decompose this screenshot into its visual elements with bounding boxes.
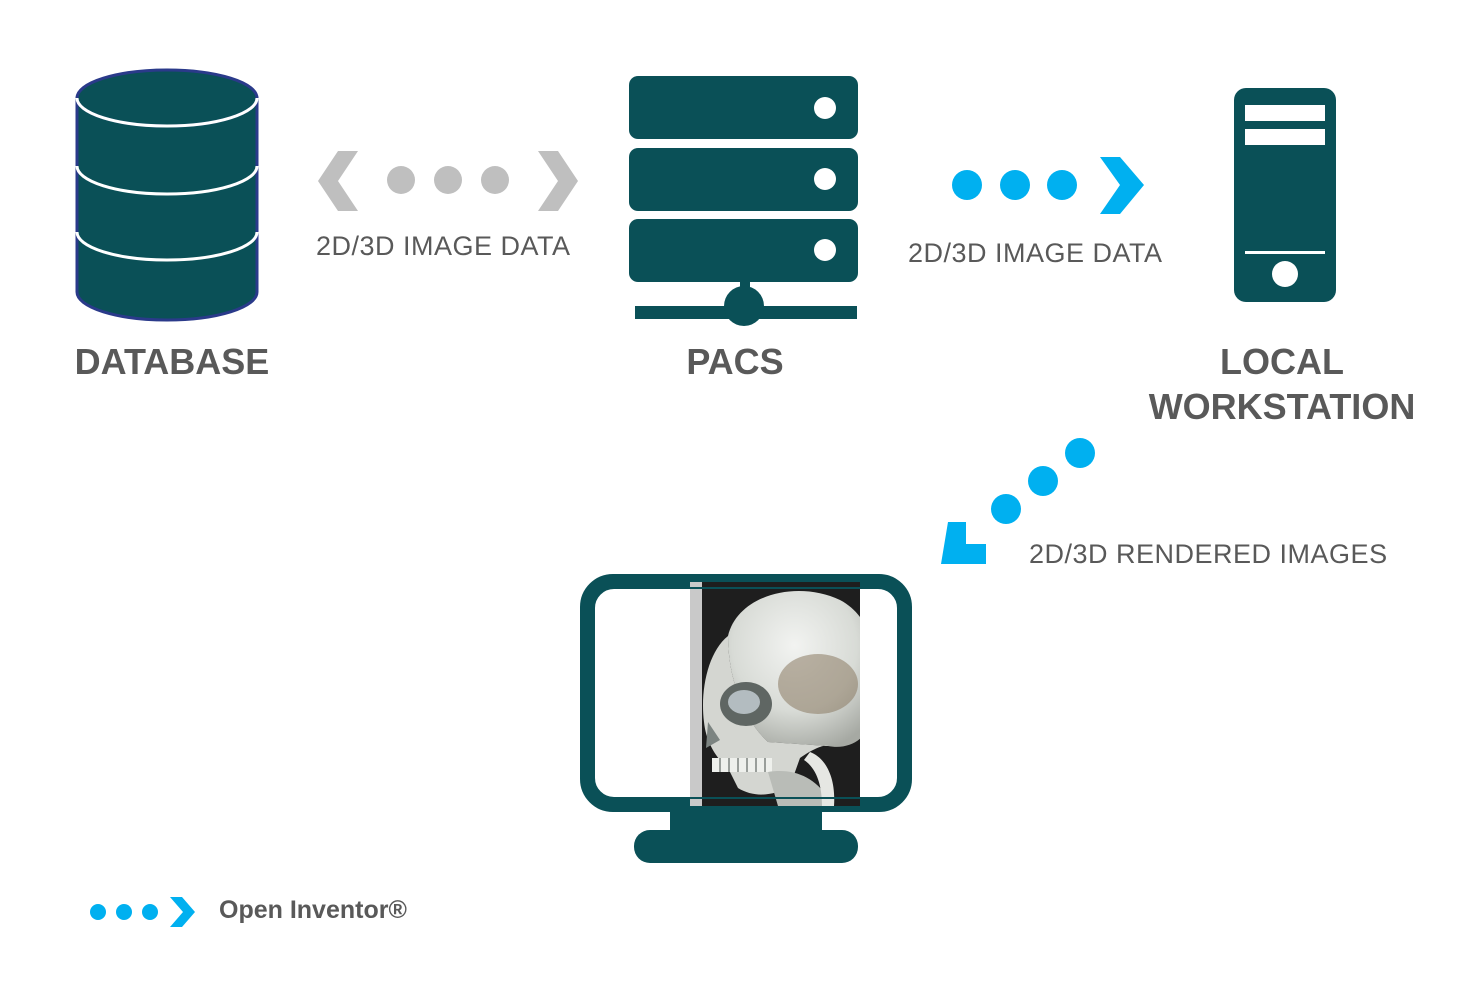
bidirectional-arrow-icon [318, 151, 578, 211]
open-inventor-arrow-icon [952, 157, 1144, 214]
tower-pc-icon [1234, 88, 1336, 302]
database-label: DATABASE [74, 341, 270, 382]
server-rack-icon [629, 76, 858, 326]
legend-arrow-icon [90, 897, 195, 927]
database-cylinder-icon [75, 68, 259, 322]
legend-label: Open Inventor® [219, 896, 407, 924]
pacs-workstation-label: 2D/3D IMAGE DATA [908, 238, 1163, 268]
workstation-label-line2: WORKSTATION [1148, 386, 1416, 427]
skull-render-image [690, 582, 860, 806]
monitor-icon [580, 574, 912, 863]
rendered-images-arrow-icon [941, 438, 1095, 564]
database-pacs-label: 2D/3D IMAGE DATA [316, 231, 571, 261]
workstation-label-line1: LOCAL [1220, 341, 1344, 382]
workstation-display-label: 2D/3D RENDERED IMAGES [1029, 539, 1388, 569]
pacs-label: PACS [686, 341, 784, 382]
